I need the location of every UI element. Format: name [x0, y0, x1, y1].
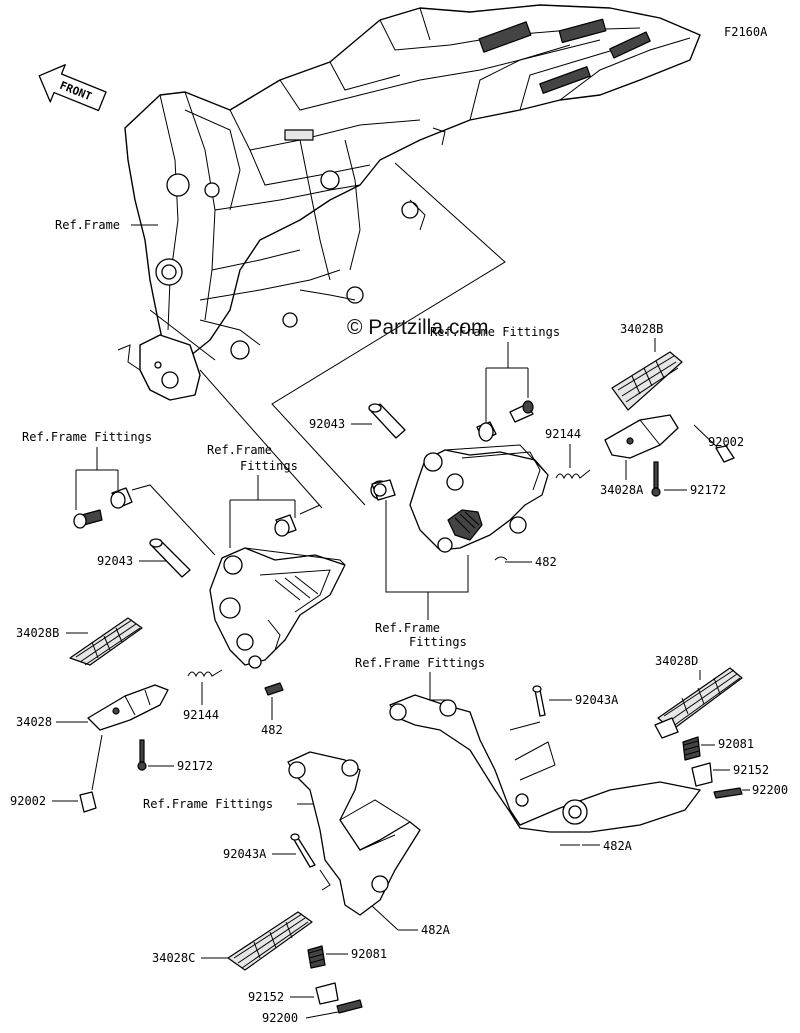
label-482A-left: 482A: [421, 923, 451, 937]
label-92152-right: 92152: [733, 763, 769, 777]
label-92144-left: 92144: [183, 708, 219, 722]
label-482-left: 482: [261, 723, 283, 737]
left-bracket-assembly: Ref.Frame Fittings Ref.Frame Fittings 92…: [10, 430, 346, 813]
label-92081-left: 92081: [351, 947, 387, 961]
label-92172-right: 92172: [690, 483, 726, 497]
ref-frame-label: Ref.Frame: [55, 218, 120, 232]
label-34028A: 34028A: [600, 483, 644, 497]
ref-frame-fittings-right-lower-label: Ref.Frame Fittings: [355, 656, 485, 670]
label-482A-right: 482A: [603, 839, 633, 853]
label-92144-right: 92144: [545, 427, 581, 441]
label-92002-left: 92002: [10, 794, 46, 808]
label-92043A-left: 92043A: [223, 847, 267, 861]
watermark: © Partzilla.com: [347, 316, 489, 339]
label-92172-left: 92172: [177, 759, 213, 773]
label-92152-left: 92152: [248, 990, 284, 1004]
left-step-assembly: Ref.Frame Fittings 92043A 482A 34028C 92…: [143, 751, 451, 1025]
label-92043-left: 92043: [97, 554, 133, 568]
ref-frame-fittings-top-label: Ref.Frame Fittings: [430, 325, 560, 339]
ref-frame-fittings-left-label: Ref.Frame Fittings: [22, 430, 152, 444]
label-34028: 34028: [16, 715, 52, 729]
label-92200-left: 92200: [262, 1011, 298, 1025]
label-34028D: 34028D: [655, 654, 698, 668]
front-arrow-icon: FRONT: [38, 64, 107, 112]
label-92002-right: 92002: [708, 435, 744, 449]
ref-frame-label-mid: Ref.Frame: [207, 443, 272, 457]
ref-frame-fittings-left-lower-label: Ref.Frame Fittings: [143, 797, 273, 811]
fittings-label-right: Fittings: [409, 635, 467, 649]
label-92043A-right: 92043A: [575, 693, 619, 707]
ref-frame-label-right: Ref.Frame: [375, 621, 440, 635]
label-92081-right: 92081: [718, 737, 754, 751]
label-92200-right: 92200: [752, 783, 788, 797]
diagram-code: F2160A: [724, 25, 768, 39]
label-92043-right: 92043: [309, 417, 345, 431]
right-bracket-assembly: Ref.Frame Fittings 92043 92144 482: [309, 322, 744, 649]
right-step-assembly: Ref.Frame Fittings 92043A 34028D 92081 9…: [355, 654, 788, 853]
frame-illustration: [117, 4, 701, 401]
label-34028C: 34028C: [152, 951, 195, 965]
fittings-label-mid: Fittings: [240, 459, 298, 473]
label-34028B-right: 34028B: [620, 322, 663, 336]
label-34028B-left: 34028B: [16, 626, 59, 640]
label-482-right: 482: [535, 555, 557, 569]
